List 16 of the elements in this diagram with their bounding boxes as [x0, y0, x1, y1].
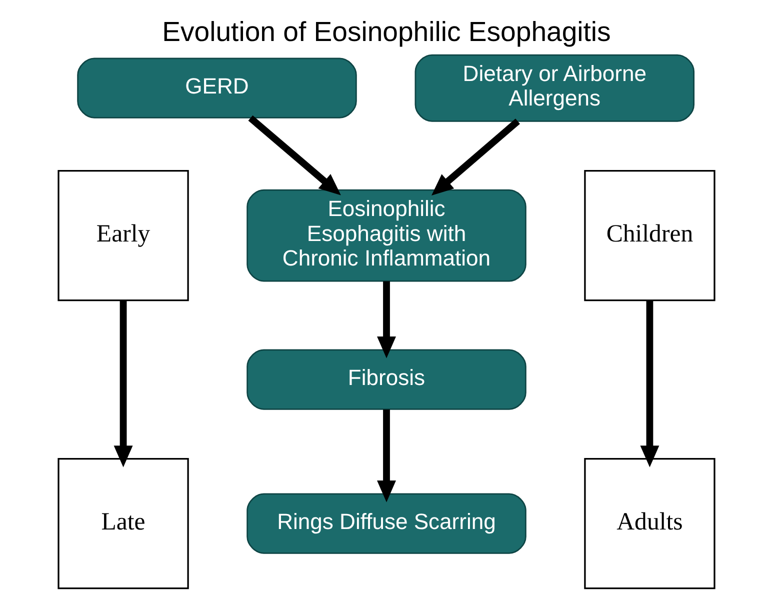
arrow	[431, 118, 520, 196]
node-box: Eosinophilic Esophagitis with Chronic Inflammation	[246, 189, 526, 282]
node-box: Late	[58, 458, 189, 590]
node-box: Rings Diffuse Scarring	[246, 493, 526, 554]
arrow	[377, 281, 396, 358]
node-box: Dietary or Airborne Allergens	[414, 54, 694, 122]
node-box: Adults	[584, 458, 716, 590]
arrow	[640, 300, 660, 468]
node-box: Children	[584, 170, 716, 302]
node-box: Fibrosis	[246, 349, 526, 410]
node-box: Early	[58, 170, 189, 302]
diagram-title: Evolution of Eosinophilic Esophagitis	[162, 16, 611, 48]
arrow	[114, 300, 133, 468]
arrow	[377, 410, 396, 502]
node-box: GERD	[77, 58, 357, 118]
arrow	[248, 115, 341, 196]
